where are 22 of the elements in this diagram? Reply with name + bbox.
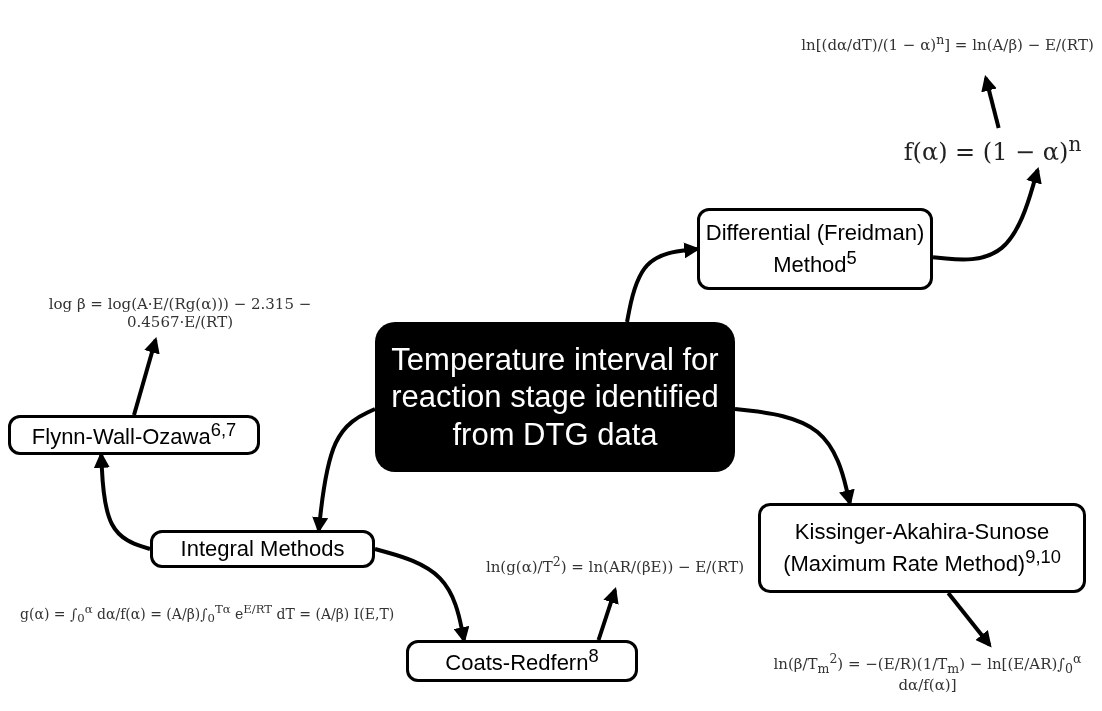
central-box bbox=[375, 322, 735, 472]
node-text: ln(g(α)/T$^{2}$) = ln(AR/(βE)) − E/(RT) bbox=[485, 554, 745, 576]
arrow bbox=[132, 336, 160, 416]
arrow bbox=[981, 74, 1001, 129]
arrow bbox=[932, 166, 1042, 262]
node-text: Integral Methods bbox=[180, 535, 345, 563]
node-text: Flynn-Wall-Ozawa$^{6,7}$ bbox=[31, 419, 237, 451]
node-text: log β = log(A·E/(Rg(α))) − 2.315 − 0.4567·E/(RT) bbox=[47, 294, 313, 331]
method-box bbox=[758, 503, 1086, 593]
arrow bbox=[596, 586, 619, 641]
node-text: ln[(dα/dT)/(1 − α)$^{n}$] = ln(A/β) − E/(RT) bbox=[801, 32, 1094, 54]
method-box bbox=[406, 640, 638, 682]
node-text: f(α) = (1 − α)$^{n}$ bbox=[903, 132, 1082, 166]
node-text: Kissinger-Akahira-Sunose (Maximum Rate Method)$^{9,10}$ bbox=[782, 518, 1062, 578]
method-box bbox=[8, 415, 260, 455]
node-text: Coats-Redfern$^{8}$ bbox=[445, 645, 599, 677]
method-box bbox=[150, 530, 375, 568]
arrow bbox=[946, 591, 992, 648]
node-text: Temperature interval for reaction stage identified from DTG data bbox=[390, 341, 720, 453]
node-text: Differential (Freidman) Method$^{5}$ bbox=[704, 219, 926, 279]
equation: g(α) = ∫$_{0}$$^{α}$ dα/f(α) = (A/β)∫$_{0}$$^{Tα}$ e$^{E/RT}$ dT = (A/β) I(E,T) bbox=[20, 602, 396, 626]
method-box bbox=[697, 208, 933, 290]
